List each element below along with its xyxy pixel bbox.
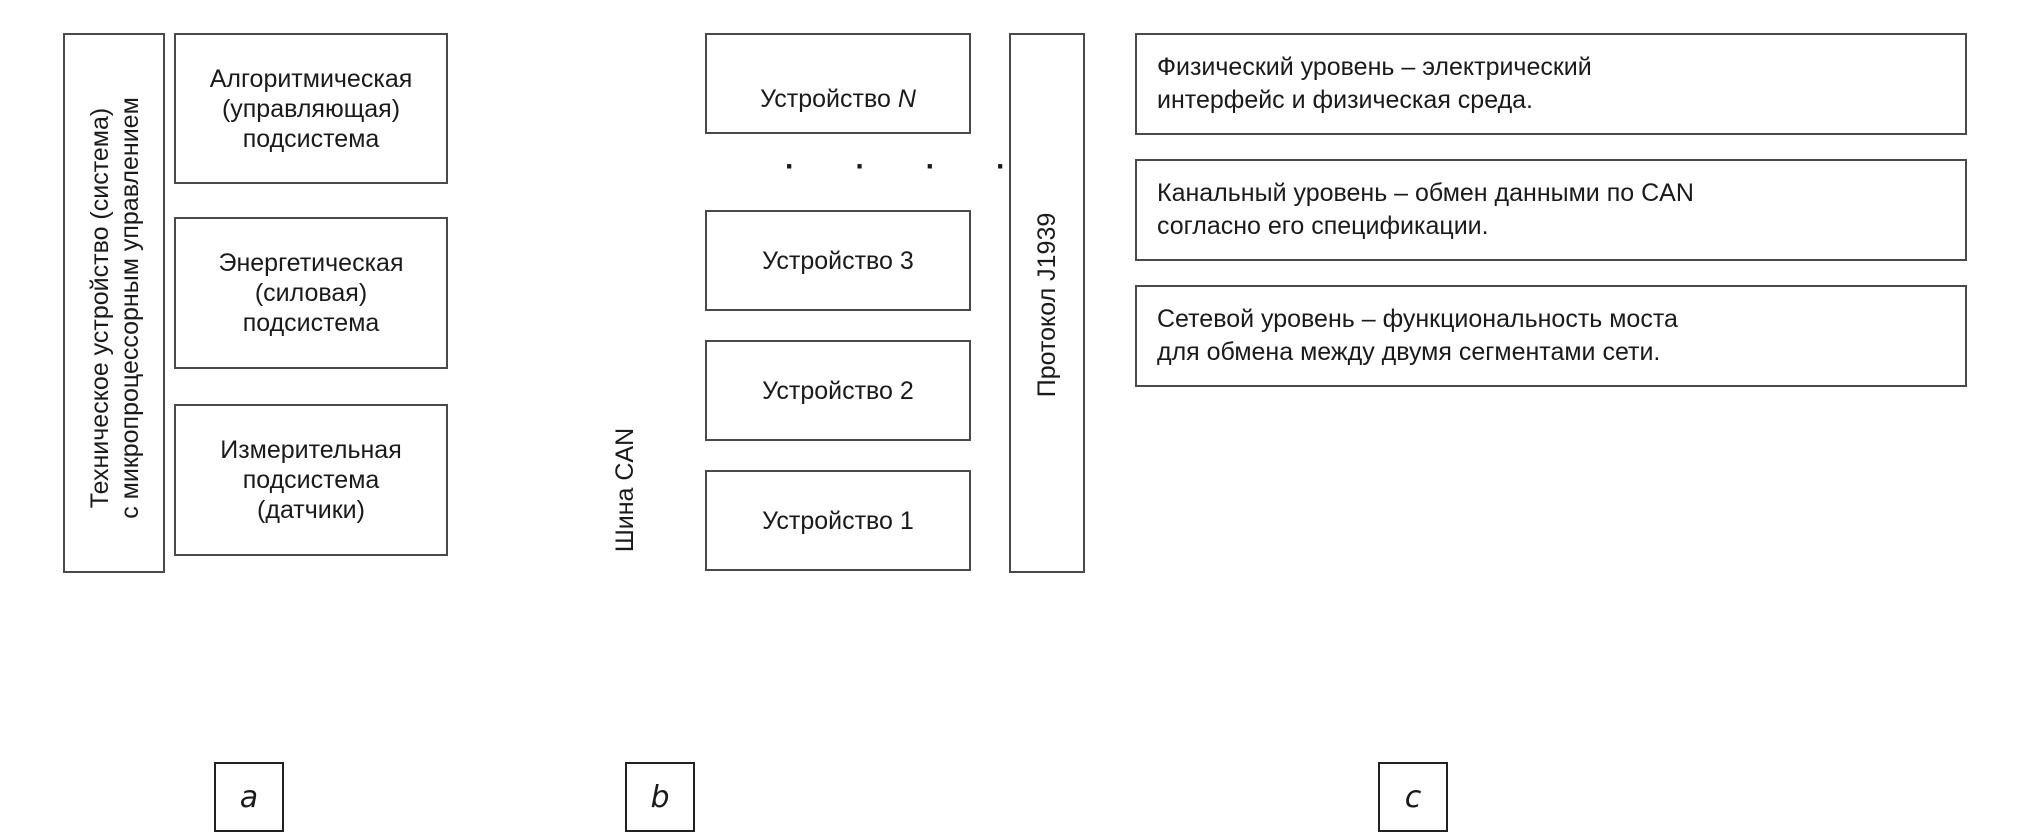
caption-a: a bbox=[214, 762, 284, 832]
can-bus-label: Шина CAN bbox=[611, 427, 639, 553]
ellipsis-dots: · · · · bbox=[785, 150, 1032, 183]
protocol-box bbox=[1009, 33, 1085, 573]
subsystem-algorithmic: Алгоритмическая (управляющая) подсистема bbox=[174, 33, 448, 184]
caption-c: c bbox=[1378, 762, 1448, 832]
subsystem-measurement: Измерительная подсистема (датчики) bbox=[174, 404, 448, 556]
subsystem-label: Измерительная подсистема (датчики) bbox=[220, 436, 402, 524]
layer-data-link: Канальный уровень – обмен данными по CAN… bbox=[1135, 159, 1967, 261]
device-label: Устройство 1 bbox=[762, 506, 914, 535]
layer-physical: Физический уровень – электрический интер… bbox=[1135, 33, 1967, 135]
device-n: Устройство N bbox=[705, 33, 971, 134]
subsystem-energy: Энергетическая (силовая) подсистема bbox=[174, 217, 448, 369]
device-label: Устройство 3 bbox=[762, 246, 914, 275]
device-1: Устройство 1 bbox=[705, 470, 971, 571]
device-n-index: N bbox=[897, 84, 916, 113]
device-3: Устройство 3 bbox=[705, 210, 971, 311]
protocol-label: Протокол J1939 bbox=[1033, 212, 1061, 398]
main-system-label: Техническое устройство (система) с микро… bbox=[85, 38, 145, 578]
main-system-line1: Техническое устройство (система) bbox=[86, 107, 114, 509]
layer-text: Физический уровень – электрический интер… bbox=[1157, 53, 1592, 114]
layer-text: Сетевой уровень – функциональность моста… bbox=[1157, 305, 1678, 366]
device-n-name: Устройство bbox=[760, 84, 898, 113]
subsystem-label: Алгоритмическая (управляющая) подсистема bbox=[209, 64, 413, 153]
main-system-line2: с микропроцессорным управлением bbox=[116, 97, 144, 519]
main-system-box bbox=[63, 33, 165, 573]
layer-text: Канальный уровень – обмен данными по CAN… bbox=[1157, 179, 1694, 240]
device-label: Устройство 2 bbox=[762, 376, 914, 405]
subsystem-label: Энергетическая (силовая) подсистема bbox=[218, 249, 404, 337]
layer-network: Сетевой уровень – функциональность моста… bbox=[1135, 285, 1967, 387]
caption-b: b bbox=[625, 762, 695, 832]
device-2: Устройство 2 bbox=[705, 340, 971, 441]
